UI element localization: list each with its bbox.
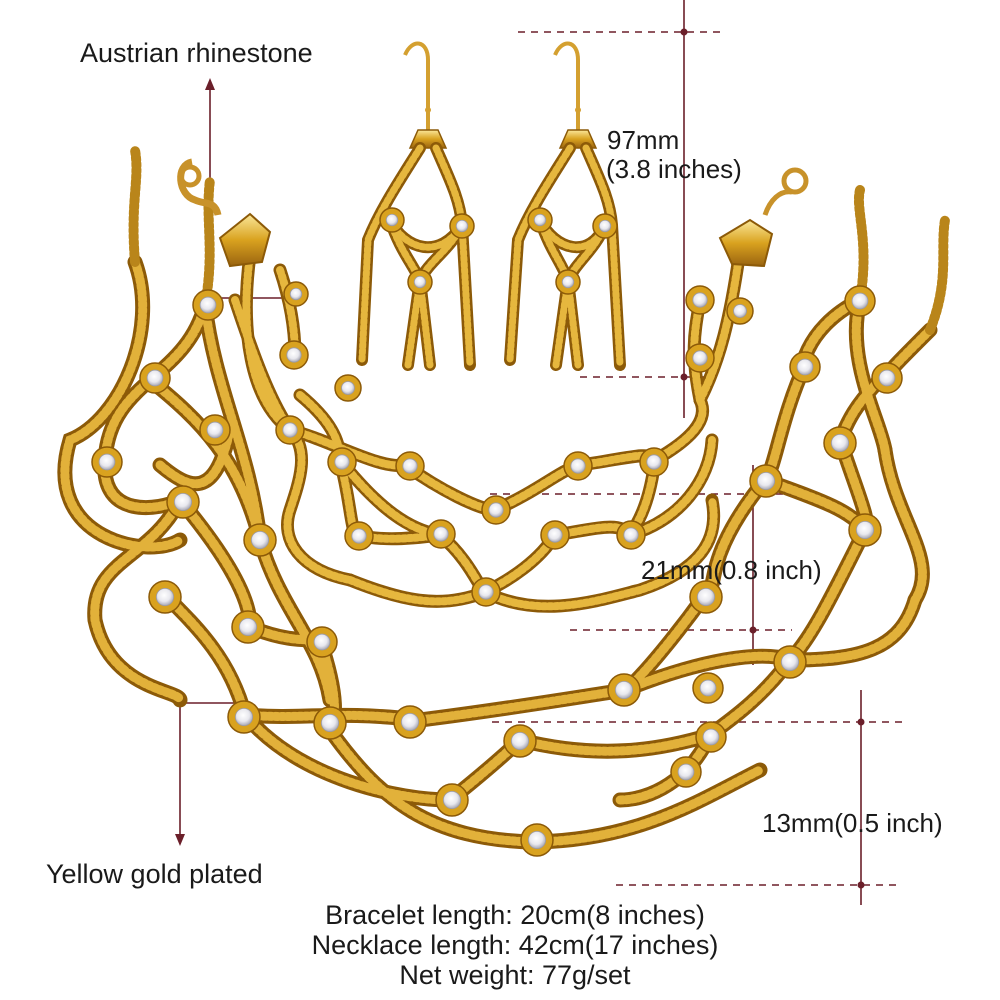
rhinestone [433,526,449,542]
rhinestone [351,528,367,544]
rhinestone [646,454,662,470]
rhinestone [98,453,116,471]
rhinestone [855,520,875,540]
rhinestone [334,454,350,470]
rhinestone [547,527,563,543]
rhinestone [289,287,303,301]
earring-length-inches: (3.8 inches) [606,154,742,184]
rhinestone [442,790,462,810]
necklace-length-spec: Necklace length: 42cm(17 inches) [311,930,719,960]
rhinestone [199,296,217,314]
rhinestone-callout: Austrian rhinestone [80,38,313,68]
rhinestone [402,458,418,474]
rhinestone [320,713,340,733]
rhinestone [146,369,164,387]
earring-length-mm: 97mm [607,125,680,155]
rhinestone [510,731,530,751]
rhinestone [341,381,355,395]
net-weight-spec: Net weight: 77g/set [399,960,631,990]
rhinestone [282,422,298,438]
bracelet-clasps [177,158,809,268]
rhinestone [561,275,575,289]
rhinestone [692,350,708,366]
rhinestone [478,584,494,600]
rhinestone [614,680,634,700]
rhinestone [796,358,814,376]
earrings [356,41,626,371]
rhinestone [780,652,800,672]
plating-callout: Yellow gold plated [46,859,263,889]
rhinestone [692,292,708,308]
bracelet-width-label: 21mm(0.8 inch) [641,555,822,585]
rhinestone [206,421,224,439]
rhinestone [238,617,258,637]
rhinestone [413,275,427,289]
bracelet-length-spec: Bracelet length: 20cm(8 inches) [325,900,705,930]
rhinestone [756,471,776,491]
rhinestone [851,292,869,310]
rhinestone [533,213,547,227]
rhinestones [91,207,903,857]
rhinestone [234,707,254,727]
rhinestone [286,347,302,363]
rhinestone [878,369,896,387]
rhinestone [830,433,850,453]
rhinestone [677,763,695,781]
rhinestone [623,527,639,543]
rhinestone [702,728,720,746]
rhinestone [570,458,586,474]
necklace-width-label: 13mm(0.5 inch) [762,808,943,838]
rhinestone [250,530,270,550]
rhinestone [313,633,331,651]
rhinestone [400,712,420,732]
rhinestone [455,219,469,233]
rhinestone [155,587,175,607]
bracelet [228,243,747,613]
rhinestone [173,492,193,512]
rhinestone [598,219,612,233]
rhinestone [488,502,504,518]
rhinestone [696,587,716,607]
rhinestone [699,679,717,697]
rhinestone [527,830,547,850]
rhinestone [733,304,747,318]
rhinestone [385,213,399,227]
